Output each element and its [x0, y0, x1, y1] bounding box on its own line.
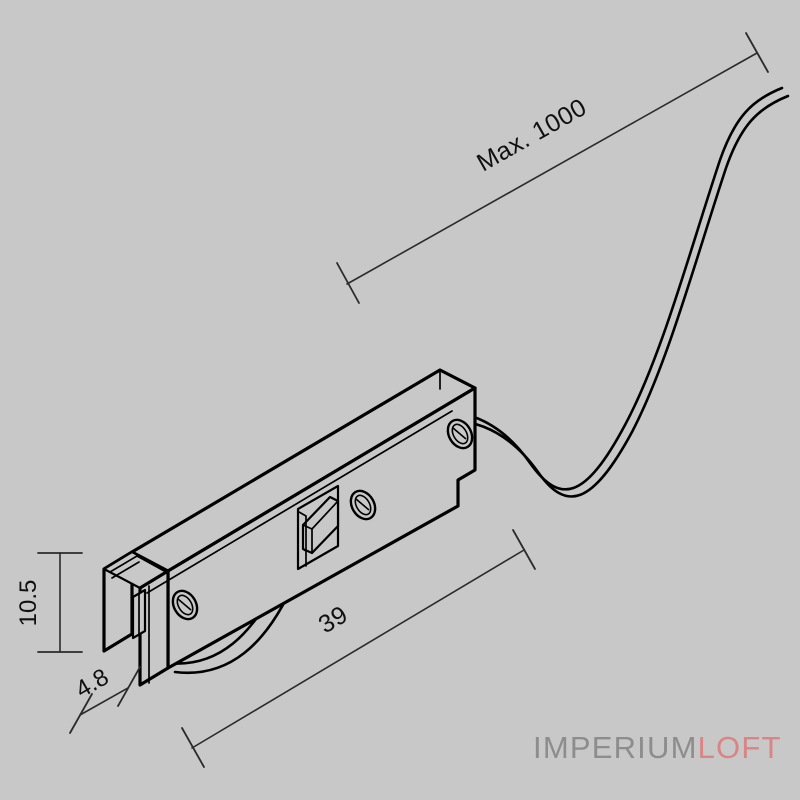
housing-body — [102, 368, 477, 687]
screw-hole-left — [171, 589, 199, 621]
dimension-label-cable-length: Max. 1000 — [472, 93, 591, 177]
watermark-logo: IMPERIUMLOFT — [533, 730, 782, 766]
screw-hole-center — [349, 489, 377, 521]
dimension-body-height: 10.5 — [15, 552, 83, 653]
watermark-logo-primary: IMPERIUM — [533, 730, 698, 765]
dimension-body-depth: 4.8 — [69, 663, 141, 734]
spring-clip-detail — [296, 484, 340, 571]
dimension-label-body-depth: 4.8 — [71, 663, 113, 703]
dimension-label-body-height: 10.5 — [15, 580, 42, 627]
watermark-logo-secondary: LOFT — [697, 730, 782, 765]
dimension-label-body-length: 39 — [314, 600, 353, 639]
screw-hole-right — [446, 418, 474, 450]
dimension-cable-length: Max. 1000 — [336, 32, 769, 304]
